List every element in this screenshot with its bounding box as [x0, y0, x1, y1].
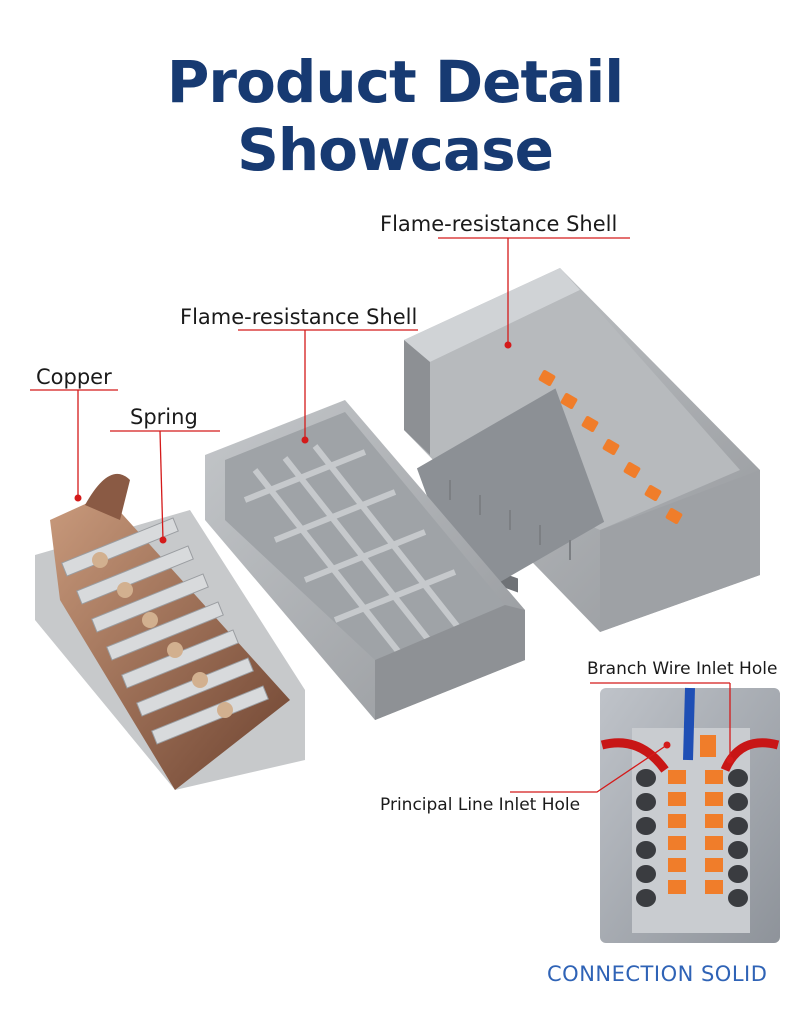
- callout-dots: [74, 341, 734, 764]
- inset-wiring-photo: [600, 687, 780, 943]
- callout-line-spring-drop: [159, 430, 164, 541]
- callout-label-branch-hole: Branch Wire Inlet Hole: [587, 659, 778, 679]
- callout-label-spring: Spring: [130, 405, 198, 429]
- callout-lines: [30, 237, 731, 793]
- middle-shell-image: [205, 400, 525, 720]
- callout-label-shell-middle: Flame-resistance Shell: [180, 305, 418, 329]
- footer-tagline: CONNECTION SOLID: [547, 962, 768, 986]
- callout-line-principal: [510, 744, 668, 793]
- copper-spring-image: [35, 473, 305, 790]
- orange-levers: [538, 370, 683, 524]
- callout-label-principal-hole: Principal Line Inlet Hole: [380, 795, 581, 815]
- callout-label-shell-right: Flame-resistance Shell: [380, 212, 618, 236]
- callout-label-copper: Copper: [36, 365, 112, 389]
- page-title: Product Detail Showcase: [166, 48, 624, 184]
